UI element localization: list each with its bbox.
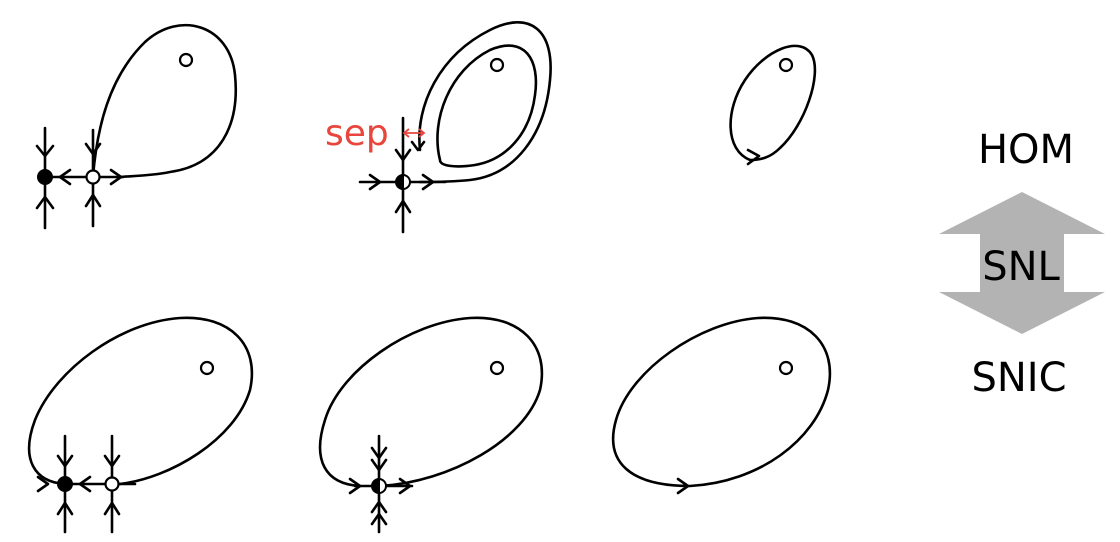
saddle-node-point-open-half	[378, 477, 387, 495]
arrow-head	[410, 140, 426, 152]
arrow-head	[394, 148, 412, 162]
saddle-point	[85, 169, 101, 185]
unstable-focus	[778, 360, 794, 376]
arrow-head	[35, 195, 55, 210]
saddle-point	[104, 476, 120, 492]
arrow-head	[84, 142, 102, 156]
limit-cycle	[729, 44, 817, 162]
inner-orbit	[436, 44, 538, 168]
arrow-head	[394, 199, 412, 214]
arrow-head	[370, 512, 388, 526]
stable-node	[57, 476, 73, 492]
saddle-node-point	[371, 477, 380, 495]
separation-label: sep	[325, 113, 389, 154]
invariant-circle	[27, 316, 254, 486]
arrow-head	[368, 173, 382, 191]
snic-panel-3	[611, 316, 832, 495]
arrow-head	[35, 144, 55, 158]
arrow-head	[36, 475, 50, 493]
arrow-head	[103, 501, 121, 516]
hom-panel-1	[35, 23, 238, 230]
arrow-head	[370, 446, 388, 460]
arrow-head	[58, 168, 72, 186]
snic-panel-1	[27, 316, 254, 534]
arrow-head	[103, 454, 121, 468]
arrow-head	[370, 458, 388, 472]
limit-cycle	[611, 316, 832, 488]
unstable-focus	[199, 360, 215, 376]
arrow-head	[84, 193, 102, 208]
arrow-head	[676, 477, 690, 495]
arrow-head	[746, 148, 761, 166]
snic-panel-2	[318, 316, 544, 534]
double-headed-arrow-icon	[402, 128, 426, 138]
unstable-focus	[489, 360, 505, 376]
unstable-focus	[178, 52, 194, 68]
snic-label: SNIC	[971, 355, 1066, 401]
stable-node	[37, 169, 53, 185]
arrow-head	[398, 477, 412, 495]
unstable-focus	[778, 57, 794, 73]
arrow-head	[421, 173, 435, 191]
arrow-head	[370, 500, 388, 514]
hom-label: HOM	[978, 127, 1074, 173]
arrow-head	[56, 454, 74, 468]
hom-panel-3	[729, 44, 817, 166]
arrow-head	[109, 168, 123, 186]
transition-legend: HOM SNL SNIC	[939, 127, 1105, 401]
up-down-block-arrow-icon	[939, 192, 1105, 334]
saddle-node-point	[395, 173, 404, 191]
saddle-node-point-open-half	[402, 173, 411, 191]
outer-orbit	[418, 21, 552, 184]
arrow-head	[78, 475, 92, 493]
hom-panel-2: sep	[325, 21, 552, 234]
arrow-head	[348, 477, 362, 495]
homoclinic-loop	[91, 23, 238, 179]
invariant-circle	[318, 316, 544, 488]
arrow-head	[56, 501, 74, 516]
snl-label: SNL	[982, 244, 1060, 290]
unstable-focus	[489, 57, 505, 73]
